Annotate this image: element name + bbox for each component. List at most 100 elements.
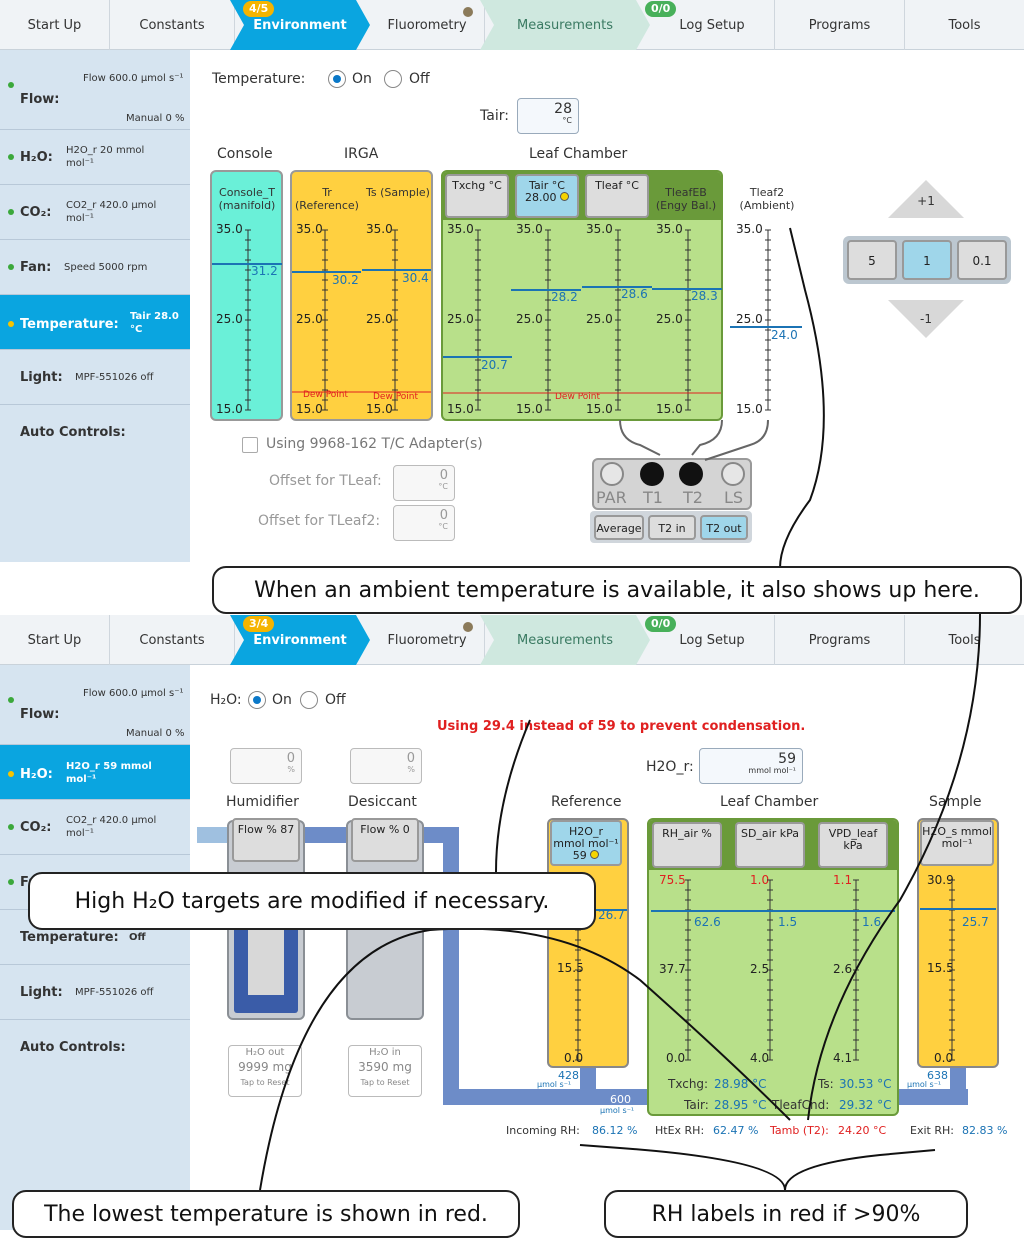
tleafeb-tick-15: 15.0	[656, 402, 683, 416]
flow-mid-value: 600	[610, 1093, 631, 1106]
t2-out-button[interactable]: T2 out	[700, 515, 748, 540]
offset-tleaf2-input[interactable]: 0 °C	[393, 505, 455, 541]
tab-programs[interactable]: Programs	[775, 615, 905, 665]
temperature-off-radio[interactable]	[384, 70, 402, 88]
tleaf2-value: 24.0	[771, 328, 798, 342]
sidebar-item-desc: Flow 600.0 µmol s⁻¹	[83, 688, 184, 699]
temperature-on-radio[interactable]	[328, 70, 346, 88]
vpd-tick-bot: 4.1	[833, 1051, 853, 1065]
t2-in-button[interactable]: T2 in	[648, 515, 696, 540]
sd-air-button[interactable]: SD_air kPa	[735, 822, 805, 868]
tab-tools[interactable]: Tools	[948, 632, 981, 648]
h2o-on-radio[interactable]	[248, 691, 266, 709]
step-1-button[interactable]: 1	[902, 240, 952, 280]
step-0-1-button[interactable]: 0.1	[957, 240, 1007, 280]
desiccant-percent-input[interactable]: 0 %	[350, 748, 422, 784]
sidebar-item-h2o[interactable]: H₂O: H2O_r 20 mmol mol⁻¹	[0, 130, 190, 185]
ts-readout-value: 30.53 °C	[839, 1077, 892, 1091]
ts-readout-label: Ts:	[818, 1077, 834, 1091]
htex-rh-value: 62.47 %	[713, 1124, 759, 1137]
sidebar-item-fan[interactable]: Fan: Speed 5000 rpm	[0, 240, 190, 295]
tab-fluorometry[interactable]: Fluorometry	[370, 0, 485, 50]
tab-measurements[interactable]: Measurements	[480, 0, 650, 50]
h2os-button[interactable]: H2O_s mmol mol⁻¹	[920, 820, 994, 866]
tleaf-tick-15: 15.0	[586, 402, 613, 416]
sidebar-item-label: H₂O:	[20, 767, 53, 782]
offset-tleaf-input[interactable]: 0 °C	[393, 465, 455, 501]
sidebar-item-light[interactable]: Light: MPF-551026 off	[0, 965, 190, 1020]
tleaf-value: 28.6	[621, 287, 648, 301]
nav-bar: Start Up Constants Environment 3/4 Fluor…	[0, 615, 1024, 665]
tab-log-setup[interactable]: Log Setup	[650, 0, 775, 50]
sidebar-item-label: Temperature:	[20, 930, 119, 945]
irga-dew-point-label: Dew Point	[303, 390, 349, 400]
tleafeb-label: TleafEB (Engy Bal.)	[655, 186, 717, 212]
sidebar-item-auto-controls[interactable]: Auto Controls:	[0, 1020, 190, 1075]
tair-input[interactable]: 28 °C	[517, 98, 579, 134]
humidifier-percent-input[interactable]: 0 %	[230, 748, 302, 784]
tab-start-up[interactable]: Start Up	[0, 615, 110, 665]
vpd-leaf-button[interactable]: VPD_leaf kPa	[818, 822, 888, 868]
h2or-input[interactable]: 59 mmol mol⁻¹	[699, 748, 803, 784]
tair-value-label: 28.2	[551, 290, 578, 304]
htex-rh-label: HtEx RH:	[655, 1124, 705, 1137]
arrow-lowest	[259, 927, 791, 1191]
sidebar-item-label: CO₂:	[20, 205, 52, 220]
h2or-label: H2O_r:	[646, 759, 694, 775]
rh-tick-top: 75.5	[659, 873, 686, 887]
sidebar-item-desc2: Manual 0 %	[126, 728, 185, 739]
tab-start-up[interactable]: Start Up	[0, 0, 110, 50]
tair-button[interactable]: Tair °C 28.00	[515, 174, 579, 218]
h2o-out-box[interactable]: H₂O out 9999 mg Tap to Reset	[228, 1045, 302, 1097]
sidebar-item-h2o[interactable]: H₂O: H2O_r 59 mmol mol⁻¹	[0, 745, 190, 800]
sidebar-item-temperature[interactable]: Temperature: Off	[0, 910, 190, 965]
h2o-off-radio[interactable]	[300, 691, 318, 709]
status-dot-icon	[463, 622, 473, 632]
txchg-tick-35: 35.0	[447, 222, 474, 236]
h2o-in-box[interactable]: H₂O in 3590 mg Tap to Reset	[348, 1045, 422, 1097]
sidebar-item-flow[interactable]: Flow: Flow 600.0 µmol s⁻¹ Manual 0 %	[0, 675, 190, 745]
adapter-checkbox[interactable]	[242, 437, 258, 453]
tab-log-setup[interactable]: Log Setup	[650, 615, 775, 665]
tab-fluorometry[interactable]: Fluorometry	[370, 615, 485, 665]
desiccant-flow-button[interactable]: Flow % 0	[351, 818, 419, 862]
callout-rh: RH labels in red if >90%	[604, 1190, 968, 1238]
tair-unit: °C	[562, 116, 572, 125]
tab-environment[interactable]: Environment	[230, 0, 370, 50]
tab-constants[interactable]: Constants	[110, 615, 235, 665]
txchg-button[interactable]: Txchg °C	[445, 174, 509, 218]
tair-readout-label: Tair:	[684, 1098, 709, 1112]
tab-programs[interactable]: Programs	[775, 0, 905, 50]
step-down-label: -1	[920, 312, 932, 326]
tab-measurements[interactable]: Measurements	[480, 615, 650, 665]
humidifier-flow-button[interactable]: Flow % 87	[232, 818, 300, 862]
sidebar-item-auto-controls[interactable]: Auto Controls:	[0, 405, 190, 460]
sidebar-item-temperature[interactable]: Temperature: Tair 28.0 °C	[0, 295, 190, 350]
step-5-button[interactable]: 5	[847, 240, 897, 280]
tleaf2-cable	[704, 419, 769, 461]
desiccant-percent-unit: %	[407, 765, 415, 774]
tair-value: 28	[554, 101, 572, 117]
tab-tools[interactable]: Tools	[948, 17, 981, 33]
sidebar-item-flow[interactable]: Flow: Flow 600.0 µmol s⁻¹ Manual 0 %	[0, 60, 190, 130]
rh-air-button[interactable]: RH_air %	[652, 822, 722, 868]
sample-value: 25.7	[962, 915, 989, 929]
average-button[interactable]: Average	[594, 515, 644, 540]
status-dot-icon	[8, 824, 14, 830]
incoming-rh-label: Incoming RH:	[506, 1124, 580, 1137]
tleafeb-value: 28.3	[691, 289, 718, 303]
tleaf-button[interactable]: Tleaf °C	[585, 174, 649, 218]
sidebar-item-label: Auto Controls:	[20, 425, 126, 440]
sidebar-item-light[interactable]: Light: MPF-551026 off	[0, 350, 190, 405]
arrow-h2o	[495, 719, 531, 873]
sd-tick-top: 1.0	[750, 873, 770, 887]
tleaf2-label: Tleaf2 (Ambient)	[739, 186, 795, 212]
h2or-button[interactable]: H2O_r mmol mol⁻¹ 59	[550, 820, 622, 866]
port-label-t2: T2	[683, 488, 703, 507]
sidebar-item-co2[interactable]: CO₂: CO2_r 420.0 µmol mol⁻¹	[0, 185, 190, 240]
tleaf2-tick-35: 35.0	[736, 222, 763, 236]
tab-constants[interactable]: Constants	[110, 0, 235, 50]
h2o-in-label: H₂O in	[369, 1047, 401, 1058]
sidebar-item-co2[interactable]: CO₂: CO2_r 420.0 µmol mol⁻¹	[0, 800, 190, 855]
rh-value: 62.6	[694, 915, 721, 929]
